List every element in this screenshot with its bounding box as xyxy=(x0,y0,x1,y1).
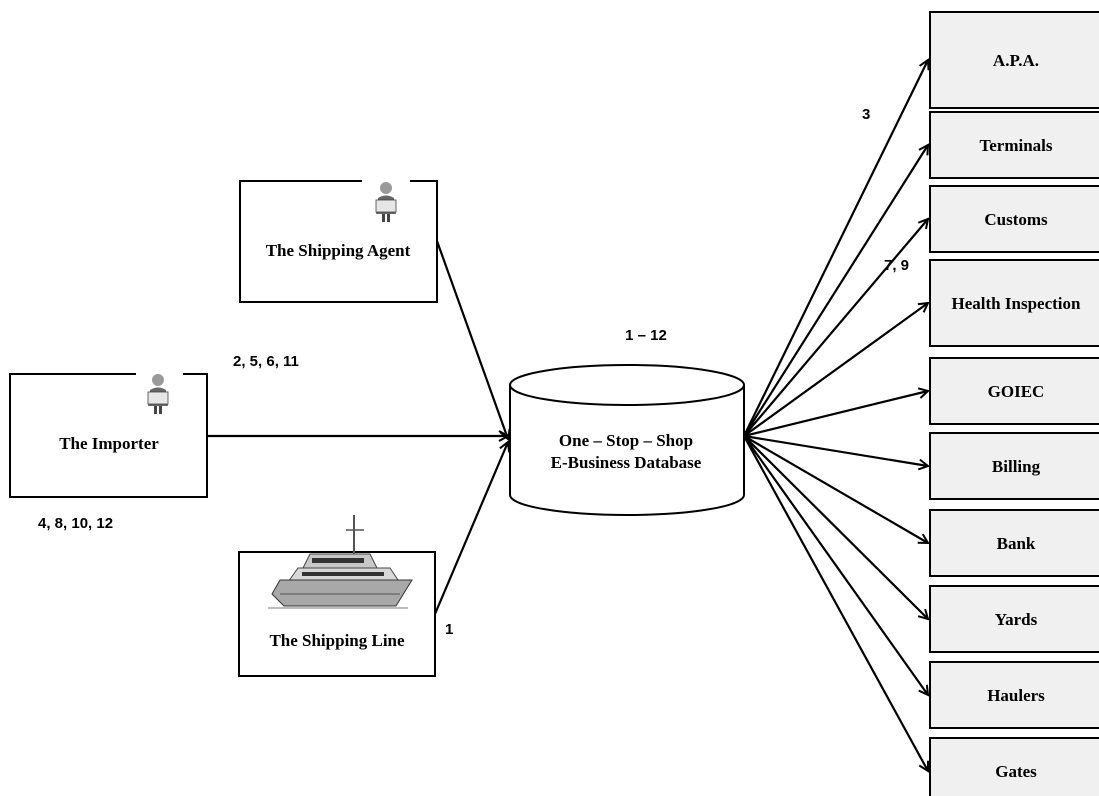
steps-importer-label: 4, 8, 10, 12 xyxy=(38,515,113,532)
steps-agent-label: 2, 5, 6, 11 xyxy=(233,353,299,370)
destination-box xyxy=(929,185,1099,253)
importer-title: The Importer xyxy=(59,434,159,453)
destination-label: Billing xyxy=(992,457,1041,476)
ship-icon xyxy=(268,515,413,609)
destination-label: Haulers xyxy=(987,686,1045,705)
destination-gates: Gates xyxy=(929,737,1099,796)
destination-health-inspection: Health Inspection xyxy=(929,259,1099,347)
steps-apa-label: 3 xyxy=(862,106,870,123)
arrow-database-to-a-p-a xyxy=(743,60,928,437)
destination-label: Terminals xyxy=(979,136,1052,155)
destination-label: Customs xyxy=(984,210,1048,229)
importer-box: The Importer xyxy=(9,373,208,498)
shipping-agent-box: The Shipping Agent xyxy=(239,180,438,303)
shipping-agent-title: The Shipping Agent xyxy=(266,241,411,260)
destination-haulers: Haulers xyxy=(929,661,1099,729)
arrow-database-to-goiec xyxy=(743,391,928,438)
destination-box xyxy=(929,737,1099,796)
arrow-agent-to-database xyxy=(435,240,508,439)
destination-bank: Bank xyxy=(929,509,1099,577)
destination-label: Yards xyxy=(995,610,1038,629)
destination-label: Gates xyxy=(995,762,1037,781)
destination-box xyxy=(929,11,1099,109)
arrow-database-to-terminals xyxy=(743,145,928,437)
arrow-database-to-customs xyxy=(743,219,928,437)
destination-box xyxy=(929,432,1099,500)
destination-yards: Yards xyxy=(929,585,1099,653)
arrow-database-to-yards xyxy=(743,435,928,619)
destination-label: Bank xyxy=(997,534,1036,553)
shipping-line-title: The Shipping Line xyxy=(269,631,405,650)
steps-database-label: 1 – 12 xyxy=(625,327,667,344)
destination-label: Health Inspection xyxy=(952,294,1081,313)
arrow-database-to-health-inspection xyxy=(743,303,928,437)
arrow-database-to-gates xyxy=(743,435,928,771)
destination-customs: Customs xyxy=(929,185,1099,253)
destination-label: GOIEC xyxy=(988,382,1045,401)
destination-billing: Billing xyxy=(929,432,1099,500)
database-cylinder: One – Stop – Shop E-Business Database xyxy=(509,364,745,516)
person-icon xyxy=(147,374,169,414)
destination-box xyxy=(929,661,1099,729)
steps-customs-label: 7, 9 xyxy=(884,257,909,274)
person-icon xyxy=(375,182,397,222)
destination-box xyxy=(929,357,1099,425)
arrow-database-to-billing xyxy=(743,434,928,466)
destination-arrows xyxy=(743,60,928,771)
arrow-line-to-database xyxy=(433,442,508,615)
destination-terminals: Terminals xyxy=(929,111,1099,179)
destination-label: A.P.A. xyxy=(993,51,1039,70)
destination-box xyxy=(929,111,1099,179)
destination-a-p-a: A.P.A. xyxy=(929,11,1099,109)
database-label-line1: One – Stop – Shop xyxy=(559,431,693,450)
destination-box xyxy=(929,585,1099,653)
destination-goiec: GOIEC xyxy=(929,357,1099,425)
database-label-line2: E-Business Database xyxy=(551,453,702,472)
destination-box xyxy=(929,509,1099,577)
arrow-database-to-haulers xyxy=(743,435,928,695)
arrow-database-to-bank xyxy=(743,435,928,543)
steps-line-label: 1 xyxy=(445,621,453,638)
shipping-line-box: The Shipping Line xyxy=(238,515,436,677)
destination-box xyxy=(929,259,1099,347)
